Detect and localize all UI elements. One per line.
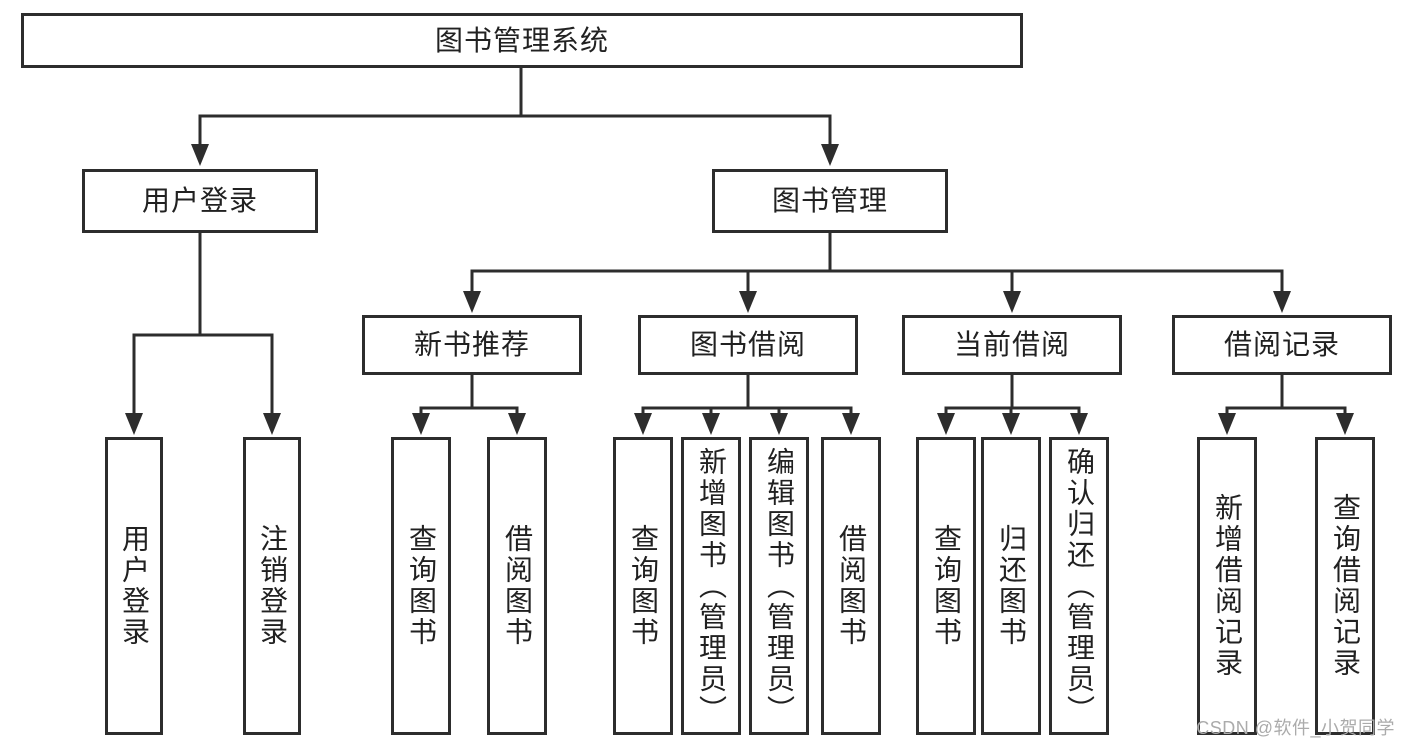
leaf-logout-label: 注销登录 — [257, 524, 288, 648]
connector-paths — [132, 66, 1347, 419]
leaf-query-books-borrowing-label: 查询图书 — [628, 524, 659, 648]
leaf-add-books-admin-label: 新增图书（管理员） — [696, 446, 727, 726]
leaf-edit-books-admin-label: 编辑图书（管理员） — [764, 446, 795, 726]
node-user-login-branch-label: 用户登录 — [141, 185, 258, 216]
leaf-user-login: 用户登录 — [105, 437, 163, 735]
edge-userlogin-to-leaves — [132, 231, 274, 419]
leaf-add-books-admin: 新增图书（管理员） — [681, 437, 741, 735]
leaf-add-borrow-record-label: 新增借阅记录 — [1212, 493, 1243, 679]
arrowhead — [1336, 413, 1354, 435]
leaf-user-login-label: 用户登录 — [119, 524, 150, 648]
arrowhead — [842, 413, 860, 435]
arrowhead — [702, 413, 720, 435]
arrowhead — [634, 413, 652, 435]
arrowheads — [125, 144, 1354, 435]
node-borrowing-records-label: 借阅记录 — [1223, 329, 1340, 360]
edge-newbook-to-leaves — [419, 373, 519, 419]
leaf-query-borrow-record: 查询借阅记录 — [1315, 437, 1375, 735]
arrowhead — [191, 144, 209, 166]
node-user-login-branch: 用户登录 — [82, 169, 318, 233]
node-root-label: 图书管理系统 — [434, 24, 609, 56]
arrowhead — [770, 413, 788, 435]
node-root: 图书管理系统 — [21, 13, 1023, 68]
leaf-logout: 注销登录 — [243, 437, 301, 735]
arrowhead — [463, 291, 481, 313]
leaf-query-borrow-record-label: 查询借阅记录 — [1330, 493, 1361, 679]
node-book-management-label: 图书管理 — [771, 185, 888, 216]
edge-records-to-leaves — [1225, 373, 1347, 419]
arrowhead — [937, 413, 955, 435]
leaf-borrow-books-recommend-label: 借阅图书 — [502, 524, 533, 648]
leaf-borrow-books-borrowing: 借阅图书 — [821, 437, 881, 735]
leaf-query-books-current-label: 查询图书 — [931, 524, 962, 648]
arrowhead — [1273, 291, 1291, 313]
node-new-book-recommendation-label: 新书推荐 — [413, 329, 530, 360]
arrowhead — [1003, 291, 1021, 313]
leaf-query-books-current: 查询图书 — [916, 437, 976, 735]
leaf-query-books-recommend: 查询图书 — [391, 437, 451, 735]
leaf-return-books: 归还图书 — [981, 437, 1041, 735]
node-current-borrowing-label: 当前借阅 — [953, 329, 1070, 360]
node-current-borrowing: 当前借阅 — [902, 315, 1122, 375]
edge-borrowing-to-leaves — [641, 373, 853, 419]
edge-current-to-leaves — [944, 373, 1081, 419]
node-borrowing-records: 借阅记录 — [1172, 315, 1392, 375]
leaf-borrow-books-recommend: 借阅图书 — [487, 437, 547, 735]
leaf-query-books-borrowing: 查询图书 — [613, 437, 673, 735]
arrowhead — [1218, 413, 1236, 435]
leaf-add-borrow-record: 新增借阅记录 — [1197, 437, 1257, 735]
arrowhead — [739, 291, 757, 313]
arrowhead — [821, 144, 839, 166]
edge-bookmgmt-to-level3 — [470, 231, 1284, 297]
arrowhead — [263, 413, 281, 435]
node-book-borrowing-label: 图书借阅 — [689, 329, 806, 360]
leaf-return-books-label: 归还图书 — [996, 524, 1027, 648]
csdn-watermark: CSDN @软件_小贺同学 — [1196, 718, 1395, 738]
leaf-edit-books-admin: 编辑图书（管理员） — [749, 437, 809, 735]
node-book-borrowing: 图书借阅 — [638, 315, 858, 375]
arrowhead — [1002, 413, 1020, 435]
arrowhead — [1070, 413, 1088, 435]
leaf-borrow-books-borrowing-label: 借阅图书 — [836, 524, 867, 648]
node-book-management: 图书管理 — [712, 169, 948, 233]
leaf-query-books-recommend-label: 查询图书 — [406, 524, 437, 648]
arrowhead — [412, 413, 430, 435]
node-new-book-recommendation: 新书推荐 — [362, 315, 582, 375]
arrowhead — [125, 413, 143, 435]
edge-root-to-level2 — [198, 66, 832, 150]
leaf-confirm-return-admin: 确认归还（管理员） — [1049, 437, 1109, 735]
leaf-confirm-return-admin-label: 确认归还（管理员） — [1064, 446, 1095, 726]
arrowhead — [508, 413, 526, 435]
